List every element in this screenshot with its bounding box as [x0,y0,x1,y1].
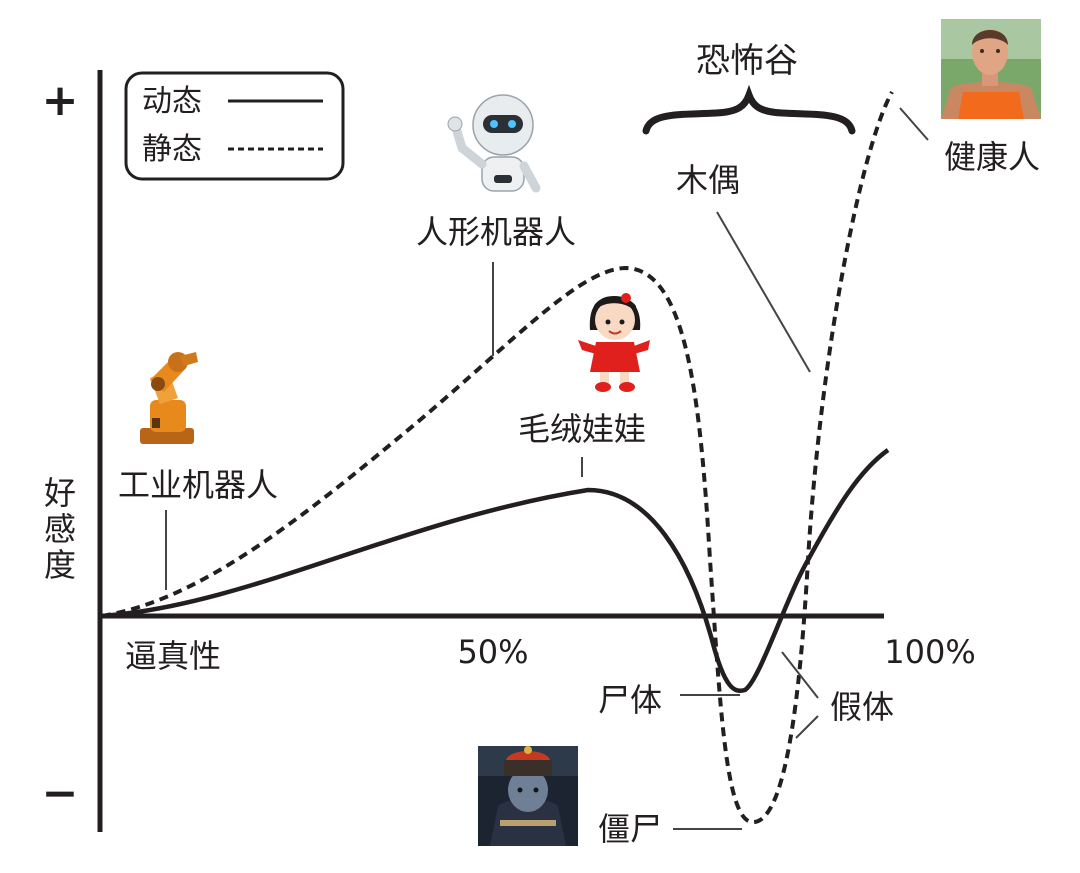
uncanny-valley-brace [642,84,856,135]
humanoid-robot-image [447,94,541,193]
y-axis-plus-mark: + [42,75,79,126]
label-stuffed-doll: 毛绒娃娃 [518,410,646,448]
industrial-robot-image [140,352,198,444]
stuffed-doll-image [578,293,650,392]
healthy-person-photo [941,19,1041,119]
static-curve [101,91,894,825]
label-corpse: 尸体 [598,681,662,719]
x-axis-label: 逼真性 [125,637,221,675]
label-healthy-person: 健康人 [944,138,1040,176]
label-prosthesis: 假体 [830,688,894,726]
puppet-leader [716,211,811,373]
x-tick-100: 100% [884,633,975,671]
label-zombie: 僵尸 [598,810,662,848]
y-axis-label: 好感度 [39,476,77,584]
legend-dashed-label: 静态 [142,132,202,167]
dynamic-curve [101,448,890,693]
legend-solid-label: 动态 [142,84,202,119]
zombie-photo [478,746,578,846]
prosthesis-leader-upper [781,651,819,699]
label-puppet: 木偶 [676,161,740,199]
label-humanoid-robot: 人形机器人 [416,213,576,251]
prosthesis-leader-lower [795,715,819,739]
legend-box [124,71,345,181]
x-tick-50: 50% [457,633,528,671]
label-industrial-robot: 工业机器人 [118,466,278,504]
uncanny-valley-label: 恐怖谷 [696,41,798,81]
y-axis-minus-mark: − [42,768,79,819]
healthy-person-leader [899,107,929,141]
